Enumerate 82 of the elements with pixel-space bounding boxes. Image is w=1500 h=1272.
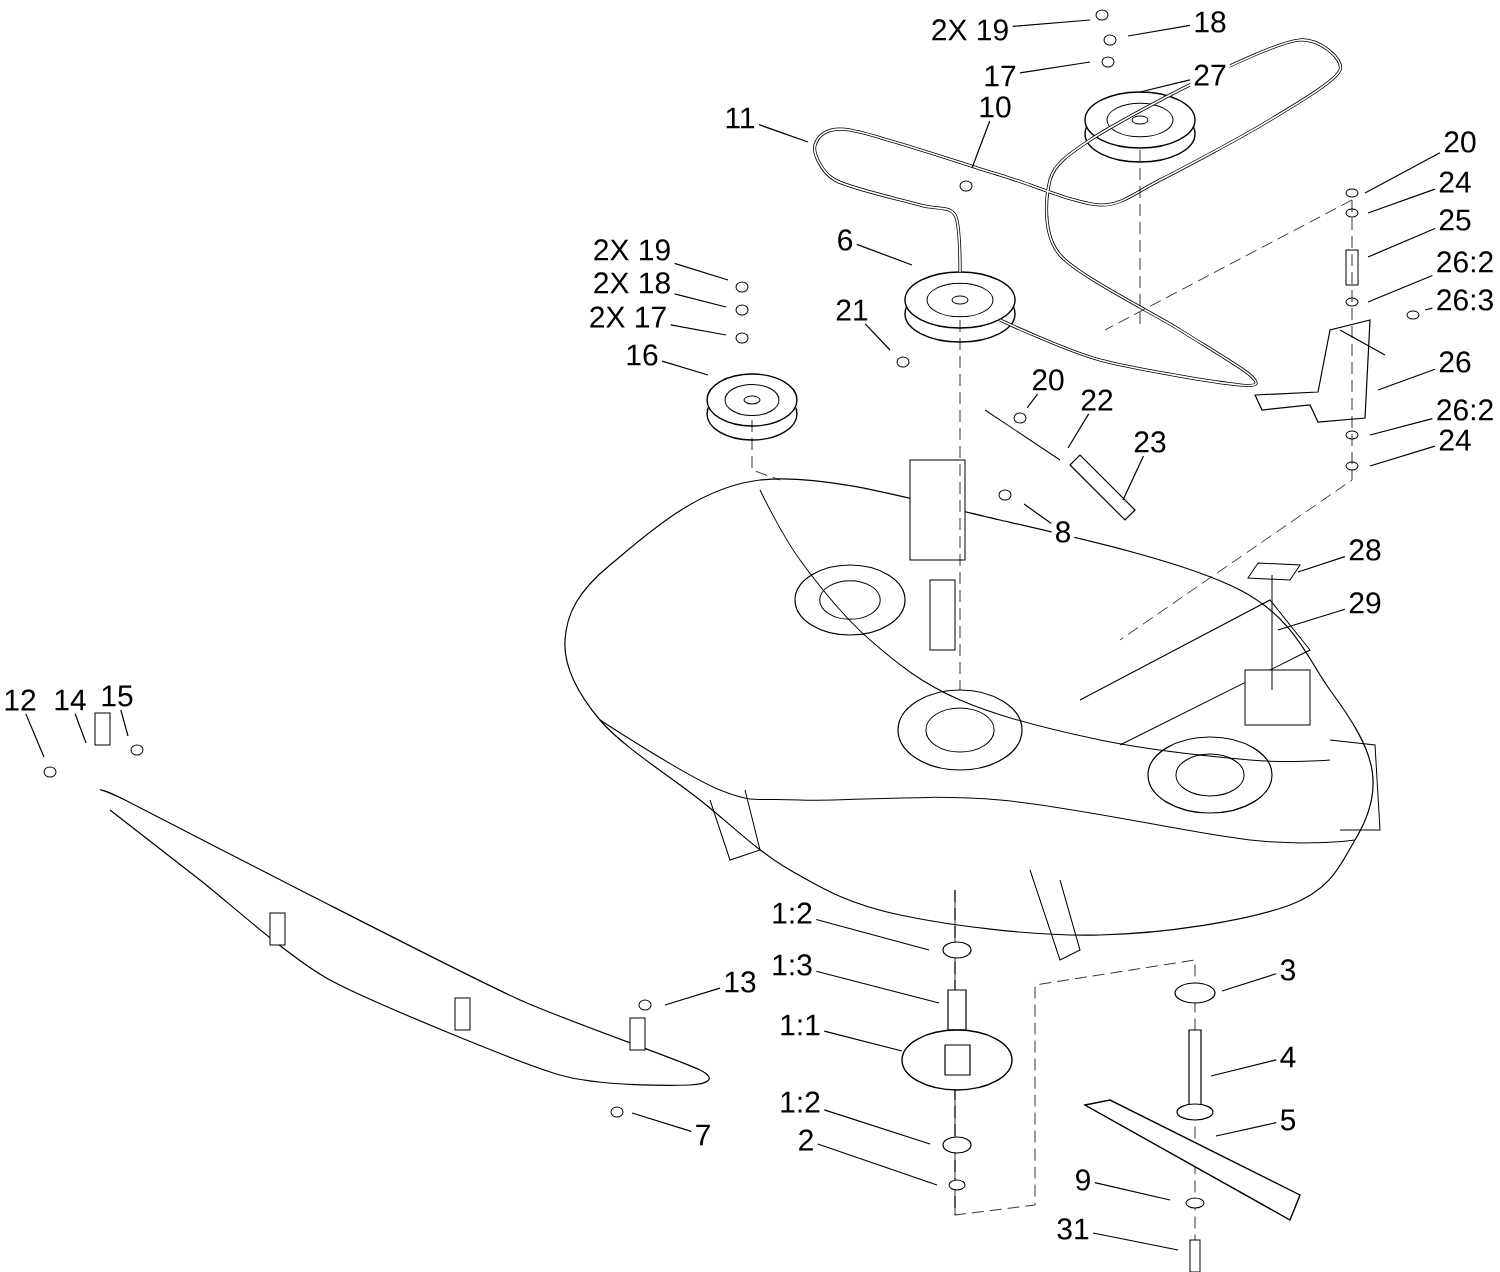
- leader-line: [1277, 608, 1346, 631]
- leader-line: [1122, 455, 1145, 501]
- leader-line: [631, 1112, 692, 1132]
- leader-line: [815, 918, 930, 951]
- callout-number: 2: [794, 1126, 818, 1154]
- callout-number: 16: [622, 341, 662, 369]
- callout-number: 7: [691, 1121, 715, 1149]
- leader-line: [1023, 503, 1052, 525]
- leader-line: [971, 120, 991, 169]
- callout-number: 1:1: [776, 1011, 824, 1039]
- callout-number: 28: [1345, 536, 1385, 564]
- leader-line: [1012, 19, 1091, 28]
- leader-line: [25, 713, 45, 758]
- leader-line: [1139, 79, 1191, 93]
- callout-number: 26:3: [1432, 286, 1498, 314]
- callout-number: 21: [832, 296, 872, 324]
- callout-number: 26:2: [1432, 396, 1498, 424]
- leader-line: [1364, 152, 1441, 194]
- callout-number: 25: [1435, 206, 1475, 234]
- leader-line: [823, 1030, 903, 1052]
- leader-line: [1367, 227, 1436, 258]
- callout-number: 2X 18: [589, 269, 675, 297]
- leader-line: [1369, 417, 1433, 436]
- leader-line: [670, 324, 727, 336]
- callout-number: 22: [1077, 386, 1117, 414]
- leader-line: [661, 360, 709, 376]
- leader-line: [1297, 556, 1346, 573]
- leader-line: [1092, 1232, 1179, 1251]
- leader-line: [1127, 24, 1191, 37]
- leader-line: [817, 1143, 938, 1186]
- leader-line: [1221, 973, 1277, 992]
- leader-line: [815, 970, 940, 1004]
- callout-number: 18: [1190, 8, 1230, 36]
- leader-line: [1215, 1122, 1277, 1137]
- leader-line: [74, 713, 87, 744]
- callout-number: 6: [833, 226, 857, 254]
- callout-number: 14: [50, 686, 90, 714]
- callout-number: 20: [1028, 366, 1068, 394]
- callout-number: 3: [1276, 956, 1300, 984]
- leader-line: [1367, 274, 1433, 303]
- callout-number: 20: [1440, 128, 1480, 156]
- callout-number: 2X 19: [927, 16, 1013, 44]
- leader-line: [664, 987, 721, 1006]
- leader-line: [1377, 368, 1436, 391]
- leader-line: [823, 1109, 931, 1145]
- callout-number: 12: [0, 686, 40, 714]
- callout-number: 1:3: [768, 951, 816, 979]
- leader-line: [864, 323, 891, 351]
- callout-number: 5: [1276, 1106, 1300, 1134]
- callout-number: 17: [980, 62, 1020, 90]
- callout-number: 31: [1053, 1215, 1093, 1243]
- leader-line: [1367, 188, 1436, 214]
- leader-line: [1424, 307, 1433, 311]
- leader-line: [1067, 413, 1090, 449]
- callout-number: 29: [1345, 589, 1385, 617]
- leader-line: [1019, 61, 1091, 74]
- callout-number: 15: [97, 682, 137, 710]
- leader-line: [758, 124, 809, 143]
- leader-line: [856, 243, 913, 266]
- callout-number: 2X 19: [589, 236, 675, 264]
- callout-number: 4: [1276, 1043, 1300, 1071]
- callout-number: 9: [1071, 1166, 1095, 1194]
- callout-number: 2X 17: [585, 303, 671, 331]
- callout-number: 23: [1130, 428, 1170, 456]
- callout-number: 8: [1051, 518, 1075, 546]
- callout-number: 1:2: [768, 899, 816, 927]
- leader-line: [1210, 1059, 1277, 1077]
- callout-number: 13: [720, 968, 760, 996]
- callout-number: 24: [1435, 168, 1475, 196]
- callout-number: 26: [1435, 348, 1475, 376]
- leader-line: [120, 709, 129, 737]
- callout-number: 27: [1190, 61, 1230, 89]
- callout-number: 24: [1435, 426, 1475, 454]
- leader-line: [674, 262, 729, 281]
- leader-line: [1094, 1182, 1171, 1201]
- leader-line: [1026, 393, 1039, 409]
- callout-number: 26:2: [1432, 248, 1498, 276]
- leader-line: [1369, 445, 1436, 467]
- callout-number: 1:2: [776, 1088, 824, 1116]
- leader-line: [674, 293, 727, 308]
- callout-number: 10: [975, 93, 1015, 121]
- callout-number: 11: [721, 104, 759, 132]
